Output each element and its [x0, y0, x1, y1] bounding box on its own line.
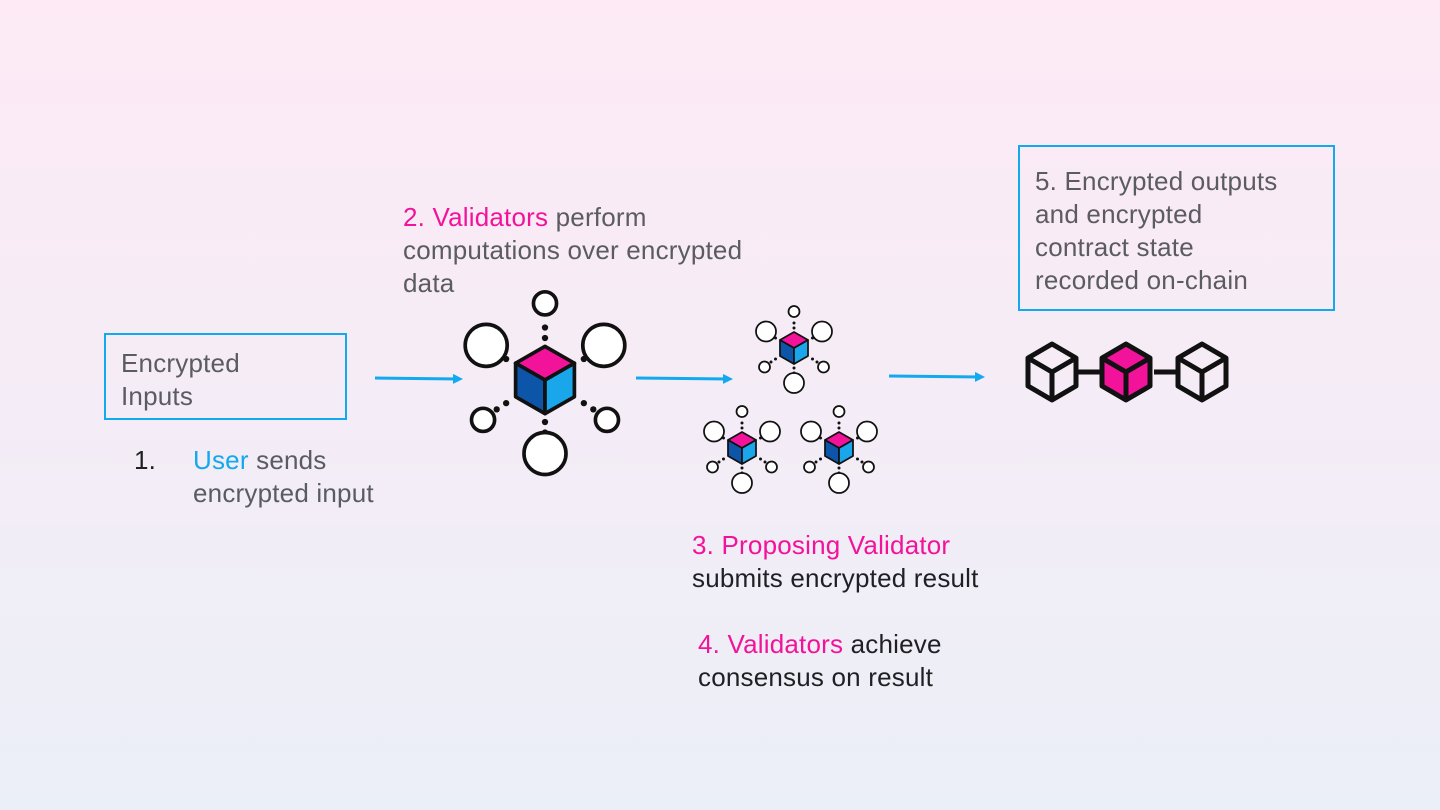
encrypted-inputs-line1: Encrypted — [121, 348, 240, 378]
step4-highlight: 4. Validators — [698, 629, 844, 659]
validator-node-icon — [800, 405, 878, 494]
blockchain-icon — [1018, 332, 1238, 412]
step1-text: User sends encrypted input — [193, 444, 374, 510]
step5-line1: 5. Encrypted outputs — [1035, 166, 1278, 196]
step3-highlight: 3. Proposing Validator — [692, 530, 951, 560]
step1-number: 1. — [134, 445, 157, 475]
step5-line3: contract state — [1035, 232, 1194, 262]
arrow-right-icon — [635, 373, 733, 384]
step5-line4: recorded on-chain — [1035, 265, 1248, 295]
step1-line2: encrypted input — [193, 478, 374, 508]
step2-line2: computations over encrypted — [403, 235, 743, 265]
encrypted-inputs-line2: Inputs — [121, 381, 194, 411]
validator-node-icon — [463, 289, 627, 477]
step4-text: 4. Validators achieve consensus on resul… — [698, 628, 942, 694]
step2-highlight: 2. Validators — [403, 202, 549, 232]
step4-line2: consensus on result — [698, 662, 934, 692]
validator-node-icon — [755, 305, 833, 394]
step1-highlight: User — [193, 445, 249, 475]
step2-rest: perform — [548, 202, 647, 232]
step5-line2: and encrypted — [1035, 199, 1203, 229]
encrypted-inputs-box: Encrypted Inputs — [104, 333, 347, 420]
step2-text: 2. Validators perform computations over … — [403, 201, 742, 300]
encrypted-outputs-box: 5. Encrypted outputs and encrypted contr… — [1018, 145, 1335, 311]
step3-line2: submits encrypted result — [692, 563, 979, 593]
step3-text: 3. Proposing Validator submits encrypted… — [692, 529, 979, 595]
step2-line3: data — [403, 268, 455, 298]
step1-rest: sends — [248, 445, 327, 475]
validator-node-icon — [703, 405, 781, 494]
arrow-right-icon — [374, 373, 463, 384]
arrow-right-icon — [888, 371, 985, 382]
step4-rest: achieve — [843, 629, 942, 659]
